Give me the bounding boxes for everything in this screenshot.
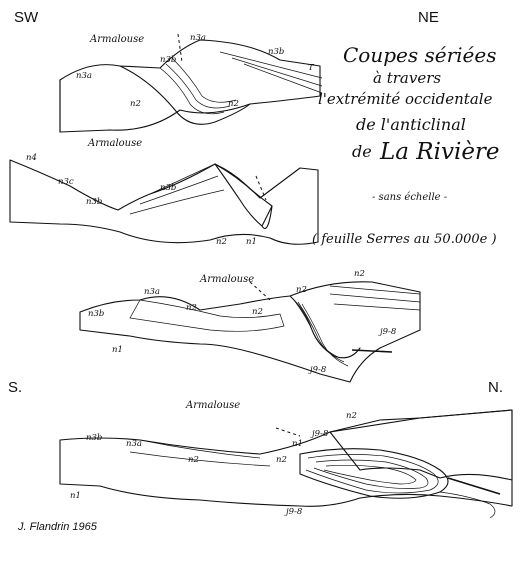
section-1-label-6: n2 <box>228 99 239 109</box>
title-block: Coupes sériées à travers l'extrémité occ… <box>312 43 500 247</box>
section-4-label-2: n3a <box>126 439 142 449</box>
section-4-place: Armalouse <box>185 400 240 411</box>
section-4-label-6: n1 <box>70 491 81 501</box>
section-4-label-1: n3b <box>86 433 102 443</box>
section-3-label-9: j9-8 <box>308 365 327 375</box>
section-4-label-3: n2 <box>188 455 199 465</box>
section-1-label-7: T <box>308 63 315 73</box>
section-2: Armalouse n4 n3c n3b n3b n2 n1 <box>9 138 319 247</box>
section-3-label-4: n2 <box>252 307 263 317</box>
section-1: Armalouse n3a n3b n3a n3b n2 n2 T <box>59 33 323 133</box>
section-2-label-4: n3b <box>160 183 176 193</box>
section-1-label-5: n2 <box>130 99 141 109</box>
section-3-place: Armalouse <box>199 274 254 285</box>
title-line-5b: La Rivière <box>379 139 500 165</box>
sheet-note: ( feuille Serres au 50.000e ) <box>312 232 497 247</box>
section-1-label-2: n3b <box>160 55 176 65</box>
section-2-label-2: n3c <box>58 177 74 187</box>
section-1-label-3: n3a <box>190 33 206 43</box>
section-2-label-1: n4 <box>26 153 37 163</box>
orientation-s: S. <box>8 379 22 396</box>
section-2-place: Armalouse <box>87 138 142 149</box>
orientation-sw: SW <box>14 9 39 26</box>
section-3-label-7: n1 <box>112 345 123 355</box>
section-2-label-6: n1 <box>246 237 257 247</box>
section-4-label-8: j9-8 <box>310 429 329 439</box>
section-3-label-2: n3a <box>144 287 160 297</box>
section-1-place: Armalouse <box>89 34 144 45</box>
section-3-label-1: n3b <box>88 309 104 319</box>
section-2-label-3: n3b <box>86 197 102 207</box>
section-4-label-9: j9-8 <box>284 507 303 517</box>
section-2-label-5: n2 <box>216 237 227 247</box>
title-line-2: à travers <box>373 69 441 87</box>
section-3-label-8: j9-8 <box>378 327 397 337</box>
orientation-n: N. <box>488 379 503 396</box>
orientation-ne: NE <box>418 9 439 26</box>
section-3-label-5: n2 <box>296 285 307 295</box>
section-4: Armalouse n3b n3a n2 n2 n2 n1 n1 j9-8 j9… <box>59 400 513 519</box>
section-4-label-5: n2 <box>346 411 357 421</box>
scale-note: - sans échelle - <box>372 192 448 203</box>
section-1-label-4: n3b <box>268 47 284 57</box>
section-3: Armalouse n3b n3a n2 n2 n2 n2 n1 j9-8 j9… <box>79 269 421 383</box>
section-3-label-6: n2 <box>354 269 365 279</box>
title-line-4: de l'anticlinal <box>356 115 466 134</box>
section-1-label-1: n3a <box>76 71 92 81</box>
section-3-label-3: n2 <box>186 303 197 313</box>
title-line-1: Coupes sériées <box>343 43 496 67</box>
section-4-label-7: n1 <box>292 439 303 449</box>
title-line-3: l'extrémité occidentale <box>318 90 493 108</box>
title-line-5a: de <box>352 142 372 161</box>
author-credit: J. Flandrin 1965 <box>17 521 98 533</box>
section-4-label-4: n2 <box>276 455 287 465</box>
